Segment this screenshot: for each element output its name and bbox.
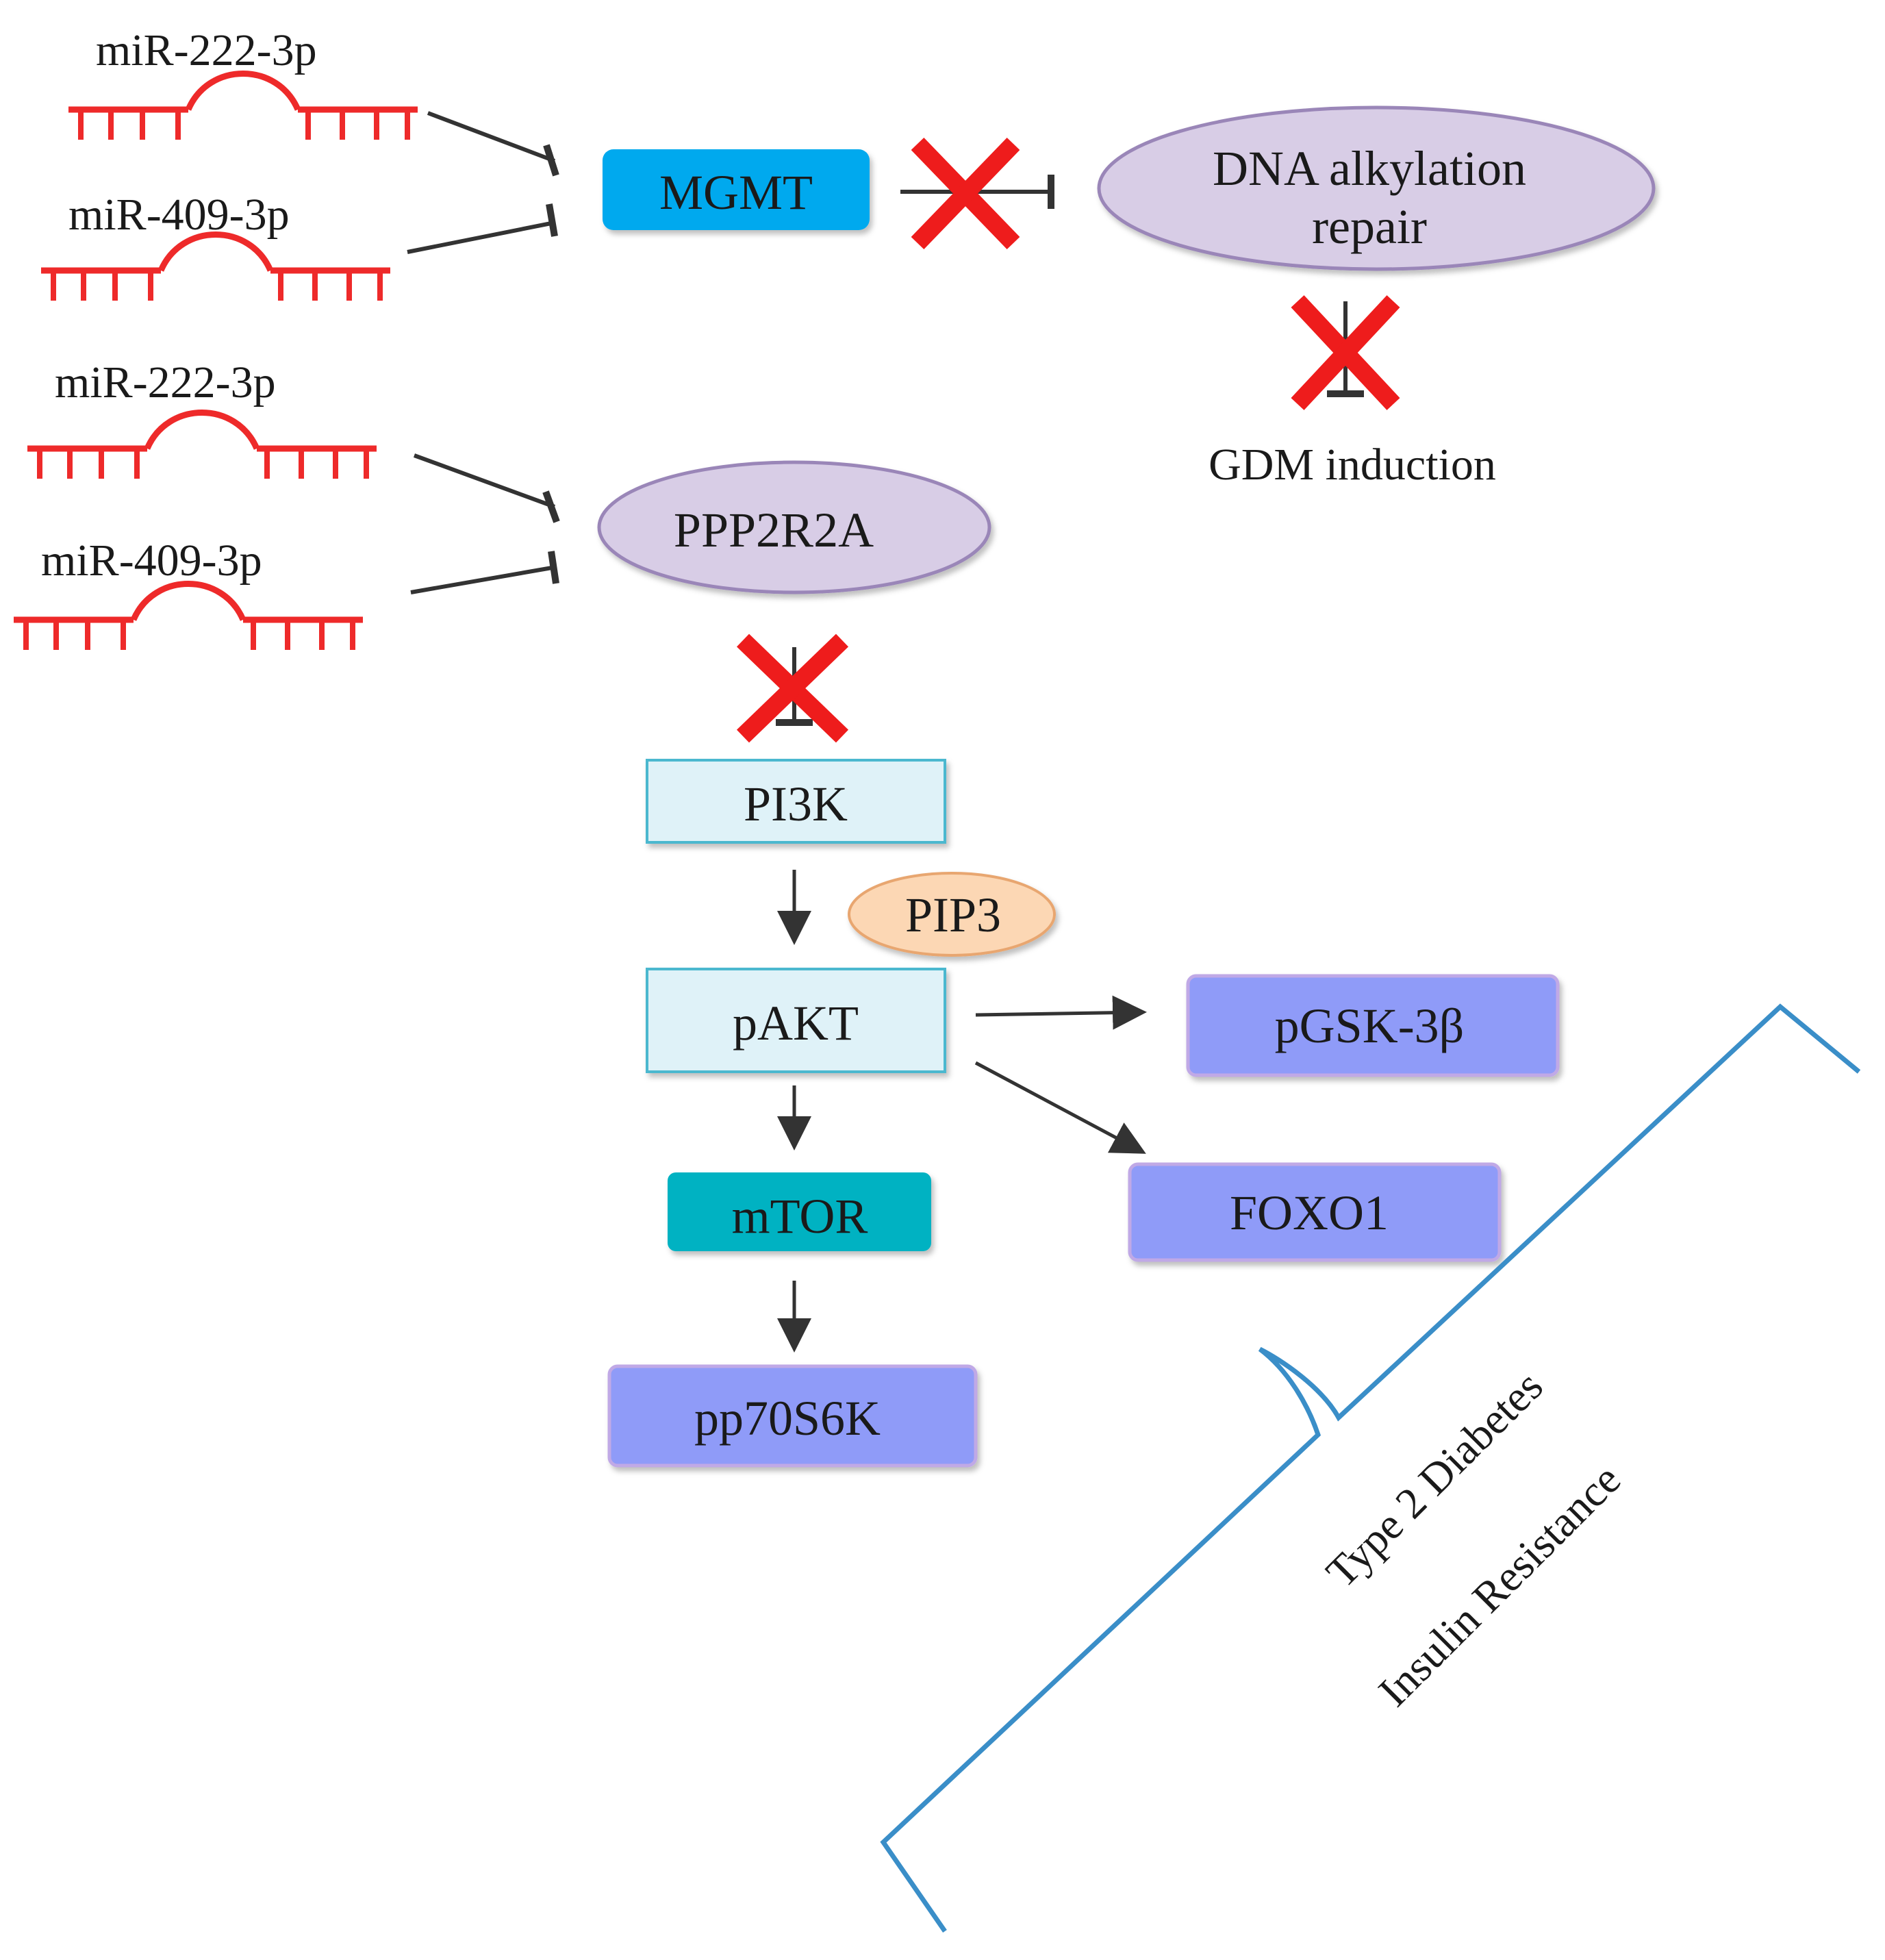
arrow-pakt-pgsk — [975, 995, 1147, 1030]
blocked-x-icon — [736, 633, 849, 743]
blocked-x-icon — [1291, 295, 1400, 410]
mirna-hairpin-2 — [41, 235, 390, 301]
mirna-label-3: miR-222-3p — [55, 357, 276, 407]
blocked-x-icon — [911, 137, 1020, 250]
inhibit-edge-mirna1-mgmt — [427, 111, 559, 177]
ppp2r2a-label: PPP2R2A — [674, 503, 874, 557]
pip3-node: PIP3 — [848, 872, 1056, 957]
pgsk-label: pGSK-3β — [1275, 998, 1465, 1053]
gdm-induction-label: GDM induction — [1209, 440, 1496, 490]
mirna-hairpin-4 — [14, 584, 363, 651]
dna-repair-label-line2: repair — [1312, 199, 1427, 254]
mgmt-label: MGMT — [659, 165, 813, 220]
mirna-hairpin-3 — [27, 413, 377, 479]
inhibit-edge-mirna4-ppp2r2a — [410, 551, 559, 594]
pp70s6k-label: pp70S6K — [694, 1391, 881, 1446]
inhibit-edge-mirna2-mgmt — [407, 203, 558, 254]
pi3k-label: PI3K — [744, 777, 848, 831]
foxo1-label: FOXO1 — [1230, 1185, 1389, 1240]
dna-repair-node: DNA alkylation repair — [1097, 105, 1656, 271]
mgmt-node: MGMT — [603, 149, 870, 230]
mtor-node: mTOR — [668, 1172, 931, 1251]
curly-bracket — [880, 1003, 1861, 1933]
mirna-label-2: miR-409-3p — [68, 190, 290, 240]
mirna-hairpin-1 — [68, 74, 418, 140]
dna-repair-label-line1: DNA alkylation — [1213, 141, 1526, 196]
mtor-label: mTOR — [732, 1189, 868, 1244]
pakt-label: pAKT — [733, 996, 859, 1051]
mirna-label-1: miR-222-3p — [96, 25, 317, 75]
pakt-node: pAKT — [646, 968, 946, 1073]
pp70s6k-node: pp70S6K — [607, 1364, 978, 1468]
pgsk-node: pGSK-3β — [1186, 974, 1560, 1077]
inhibit-edge-mirna3-ppp2r2a — [413, 453, 560, 523]
arrow-pakt-foxo1 — [974, 1061, 1146, 1154]
foxo1-node: FOXO1 — [1128, 1162, 1502, 1262]
ppp2r2a-node: PPP2R2A — [597, 460, 991, 594]
pi3k-node: PI3K — [646, 759, 946, 844]
mirna-label-4: miR-409-3p — [41, 536, 262, 586]
pip3-label: PIP3 — [905, 888, 1001, 942]
